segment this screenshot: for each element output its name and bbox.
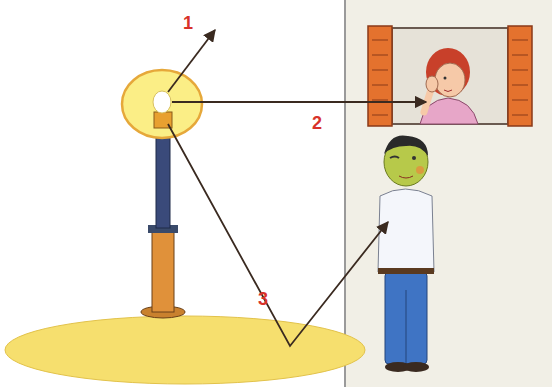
wall-edge [344,0,346,387]
callout-number: 2 [312,114,322,132]
wall [345,0,552,387]
light-ray [172,101,426,103]
reflected-light-ray [168,124,388,346]
callout-number: 3 [258,290,268,308]
man [378,135,434,372]
woman [420,48,478,124]
callout-number: 1 [183,14,193,32]
street-lamp [122,70,202,318]
window [368,26,532,126]
lit-ground [5,316,365,384]
light-ray [168,30,215,92]
